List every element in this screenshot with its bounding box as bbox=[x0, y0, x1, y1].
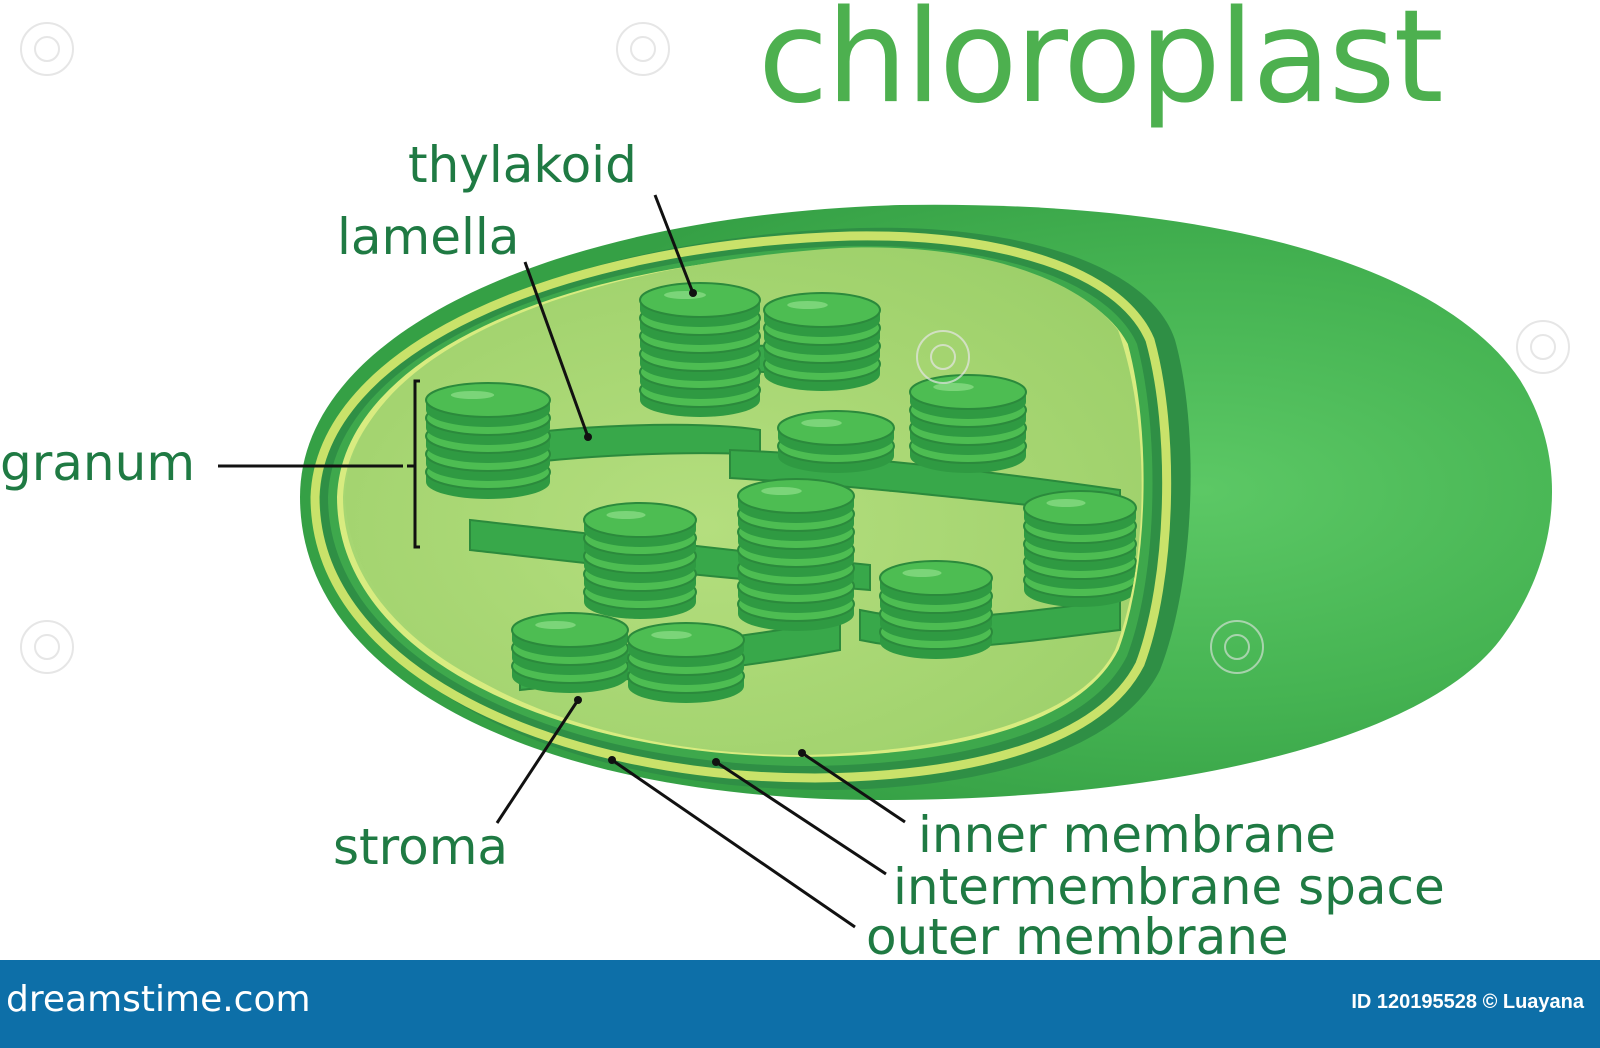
thylakoid-disc bbox=[639, 282, 761, 318]
diagram-title: chloroplast bbox=[758, 0, 1444, 132]
disc-highlight bbox=[606, 511, 646, 519]
disc-highlight bbox=[651, 631, 692, 639]
intermembrane-pointer bbox=[715, 760, 887, 876]
footer-brand: dreamstime.com bbox=[6, 979, 311, 1020]
disc-highlight bbox=[664, 291, 706, 299]
thylakoid-disc bbox=[511, 612, 629, 648]
disc-highlight bbox=[933, 383, 974, 391]
disc-highlight bbox=[787, 301, 828, 309]
disc-highlight bbox=[450, 391, 495, 399]
thylakoid-disc bbox=[737, 478, 855, 514]
outer-membrane-ring bbox=[310, 231, 1172, 783]
thylakoid-disc bbox=[777, 410, 895, 446]
stroma-pointer bbox=[495, 699, 580, 824]
thylakoid-pointer bbox=[653, 194, 695, 294]
granum-bracket bbox=[413, 379, 420, 549]
watermark-swirl-icon bbox=[1516, 320, 1570, 374]
watermark-swirl-icon bbox=[20, 620, 74, 674]
watermark-footer-bar: dreamstime.com ID 120195528 © Luayana bbox=[0, 960, 1600, 1048]
disc-highlight bbox=[801, 419, 842, 427]
label-granum: granum bbox=[0, 434, 196, 492]
watermark-swirl-icon bbox=[1210, 620, 1264, 674]
grana bbox=[425, 282, 1137, 703]
label-inner-membrane: inner membrane bbox=[918, 806, 1337, 864]
thylakoid-disc bbox=[879, 560, 993, 596]
watermark-swirl-icon bbox=[916, 330, 970, 384]
disc-highlight bbox=[761, 487, 802, 495]
inner-membrane-pointer bbox=[801, 751, 906, 824]
footer-credit: ID 120195528 © Luayana bbox=[1351, 991, 1584, 1013]
thylakoid-disc bbox=[909, 374, 1027, 410]
label-lamella: lamella bbox=[337, 208, 520, 266]
thylakoid-disc bbox=[1023, 490, 1137, 526]
thylakoid-disc bbox=[583, 502, 697, 538]
label-outer-membrane: outer membrane bbox=[866, 908, 1289, 966]
watermark-swirl-icon bbox=[616, 22, 670, 76]
disc-highlight bbox=[902, 569, 942, 577]
thylakoid-disc bbox=[425, 382, 551, 418]
lamella-pointer bbox=[523, 261, 590, 438]
label-stroma: stroma bbox=[333, 818, 509, 876]
disc-highlight bbox=[535, 621, 576, 629]
label-intermembrane-space: intermembrane space bbox=[893, 858, 1445, 916]
outer-membrane-pointer bbox=[611, 758, 856, 929]
thylakoid-disc bbox=[627, 622, 745, 658]
disc-highlight bbox=[1046, 499, 1086, 507]
watermark-swirl-icon bbox=[20, 22, 74, 76]
thylakoid-disc bbox=[763, 292, 881, 328]
label-thylakoid: thylakoid bbox=[408, 136, 637, 194]
